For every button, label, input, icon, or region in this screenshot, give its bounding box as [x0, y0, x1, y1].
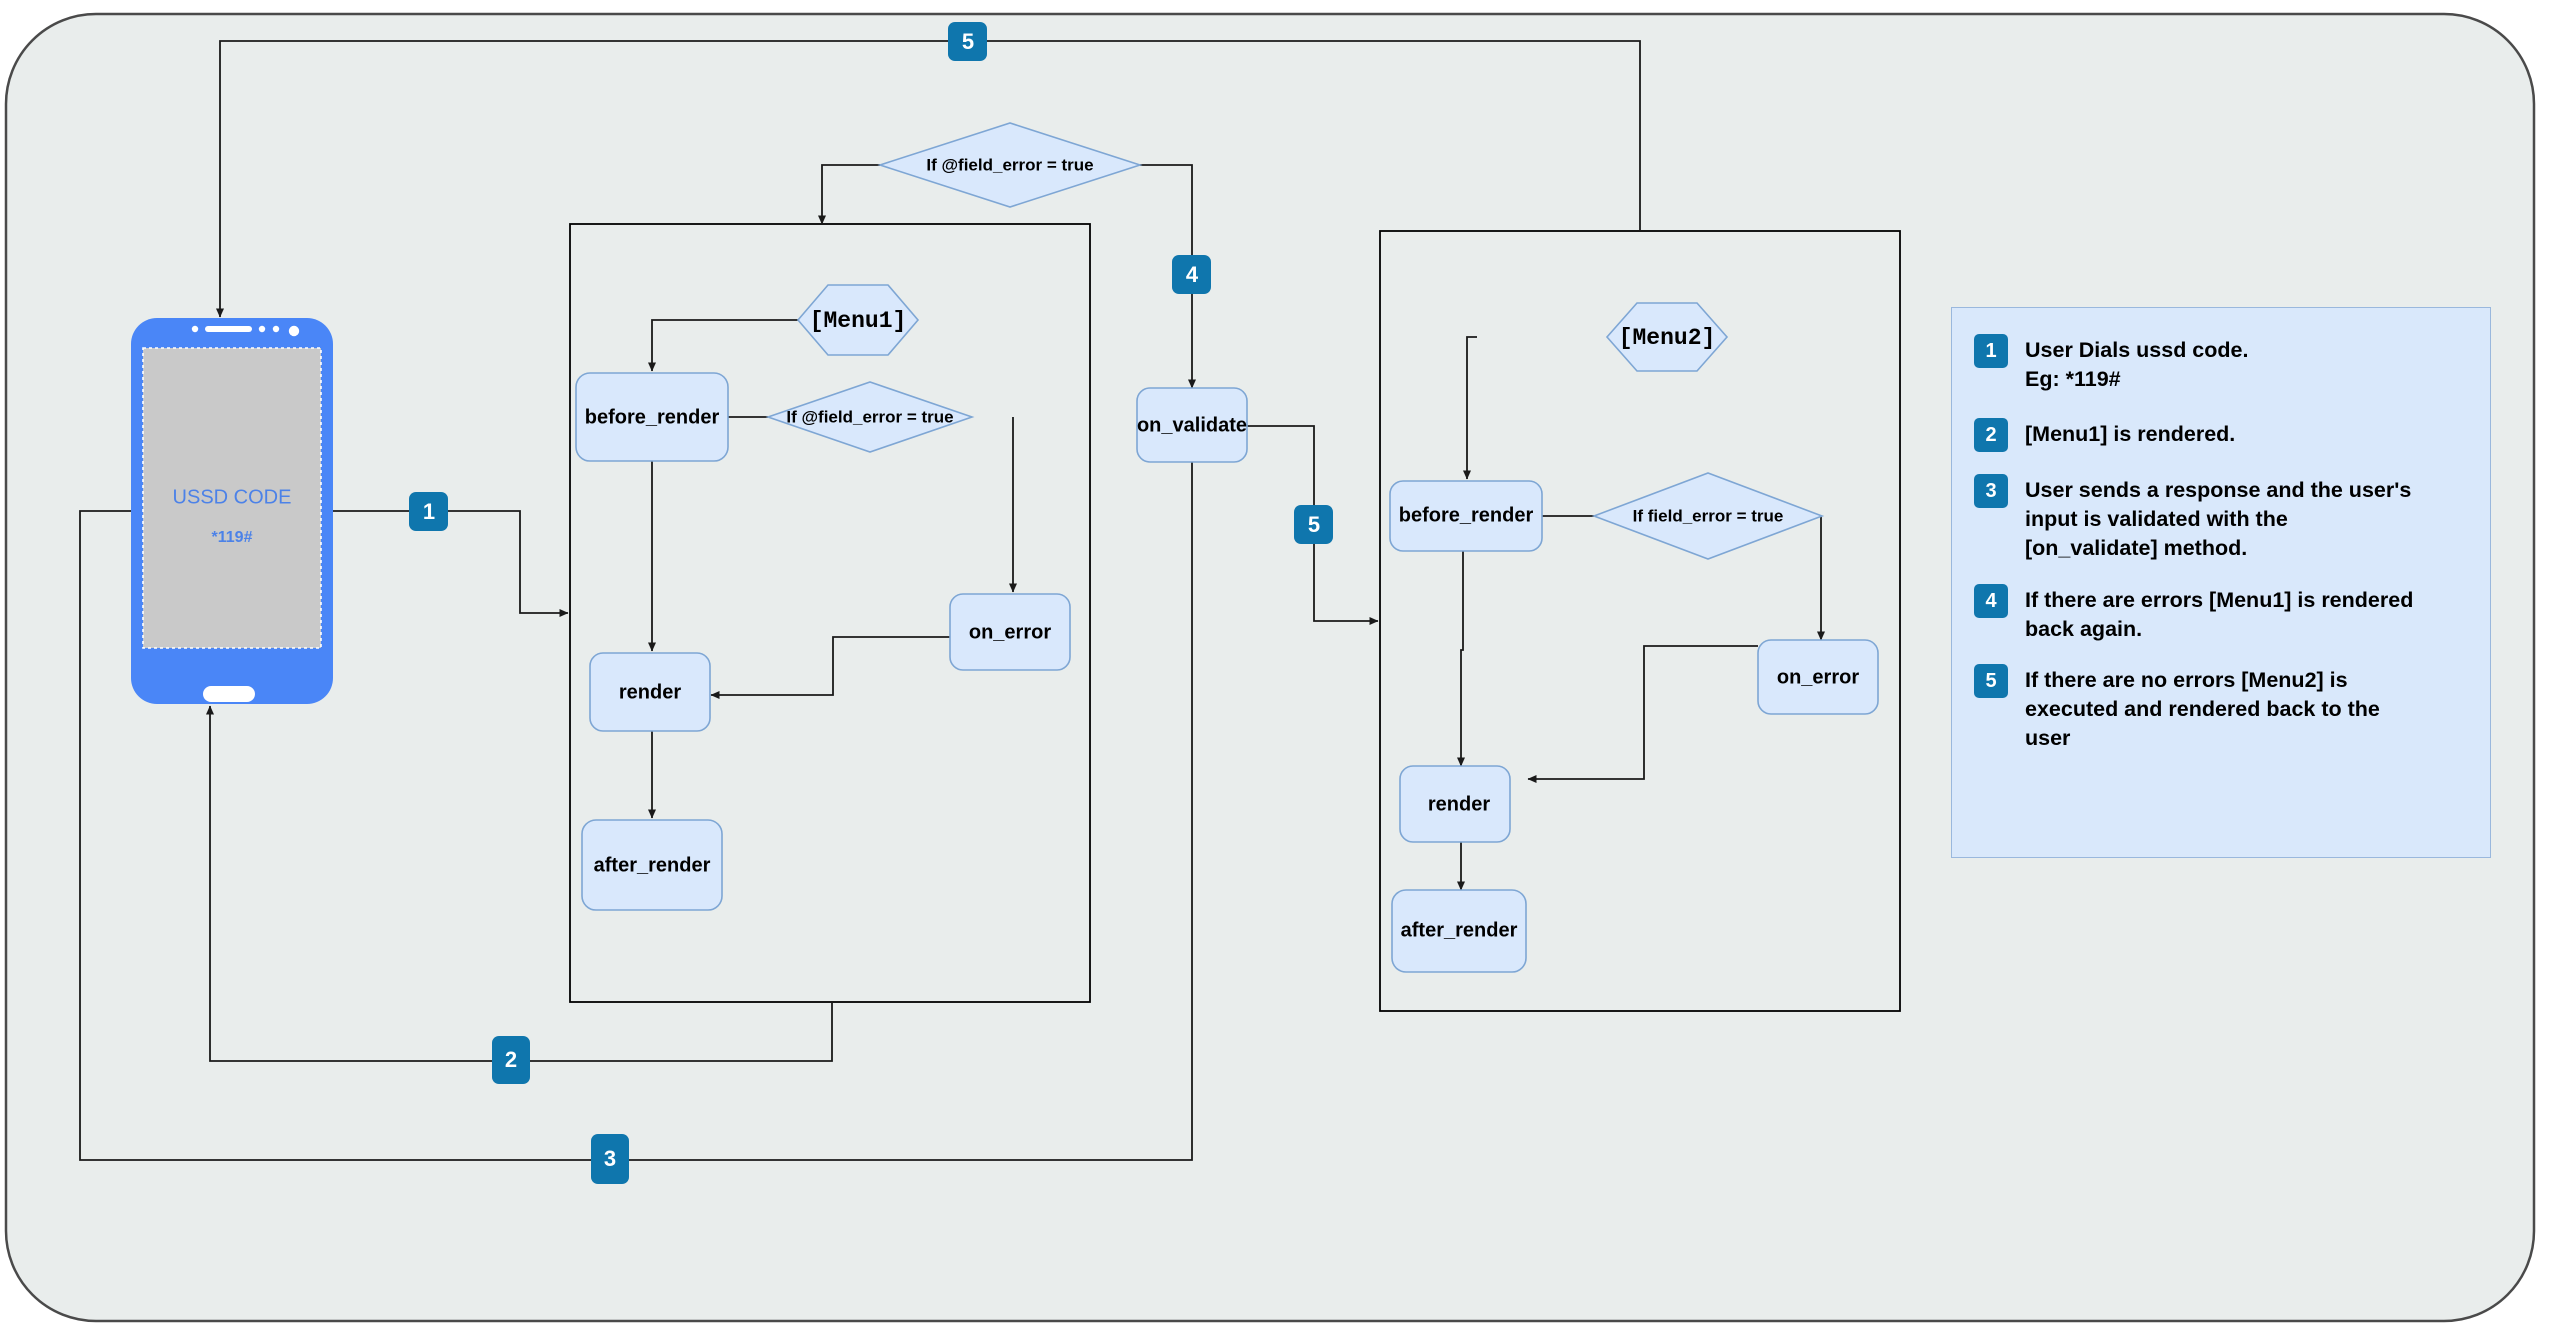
menu1-after-render-box[interactable]	[581, 819, 723, 911]
badge-5-top: 5	[948, 22, 987, 61]
menu2-render-box[interactable]	[1399, 765, 1511, 843]
menu1-on-error-box[interactable]	[949, 593, 1071, 671]
svg-text:1: 1	[423, 499, 435, 524]
legend-item-3: 3 User sends a response and the user's i…	[1974, 474, 2474, 563]
svg-text:5: 5	[962, 29, 974, 54]
badge-1: 1	[409, 492, 448, 531]
on-validate-box[interactable]	[1136, 387, 1248, 463]
phone-screen	[142, 347, 322, 649]
phone-camera	[288, 325, 300, 337]
svg-text:5: 5	[1308, 512, 1320, 537]
legend-panel: 1 User Dials ussd code. Eg: *119# 2 [Men…	[1951, 307, 2491, 858]
menu1-on-error-label: on_error	[969, 621, 1051, 643]
menu1-hexagon-label: [Menu1]	[810, 308, 907, 334]
legend-item-1: 1 User Dials ussd code. Eg: *119#	[1974, 334, 2474, 394]
menu2-render-label: render	[1428, 793, 1490, 815]
menu1-condition-diamond	[765, 381, 975, 453]
connector-before-render-to-render-2	[1457, 550, 1465, 767]
connector-on-error-to-render-2	[1527, 645, 1758, 783]
menu2-on-error-label: on_error	[1777, 666, 1859, 688]
badge-2: 2	[492, 1036, 530, 1084]
menu2-hexagon[interactable]	[1605, 302, 1729, 372]
badge-3: 3	[591, 1134, 629, 1184]
connector-menu1-to-before-render	[648, 319, 798, 372]
ussd-phone-mockup: USSD CODE *119#	[131, 318, 333, 704]
menu1-after-render-label: after_render	[594, 854, 711, 876]
legend-badge-2: 2	[1974, 418, 2008, 452]
flow-badges: 5 1 2 3 4 5	[409, 22, 1333, 1184]
menu1-hexagon[interactable]	[796, 284, 920, 356]
legend-label-5: If there are no errors [Menu2] is execut…	[2025, 668, 2380, 750]
legend-badge-5: 5	[1974, 664, 2008, 698]
menu2-nodes: [Menu2] before_render If field_error = t…	[1389, 302, 1879, 973]
menu1-render-box[interactable]	[589, 652, 711, 732]
connector-top-diamond-left	[818, 164, 880, 225]
legend-label-3: User sends a response and the user's inp…	[2025, 478, 2412, 560]
menu2-condition-label: If field_error = true	[1633, 506, 1784, 525]
menu2-before-render-box[interactable]	[1389, 480, 1543, 552]
on-validate-node[interactable]: on_validate	[1136, 387, 1248, 463]
connector-top-diamond-right	[1140, 164, 1196, 389]
menu1-before-render-box[interactable]	[575, 372, 729, 462]
on-validate-label: on_validate	[1137, 414, 1247, 436]
badge-4: 4	[1172, 255, 1211, 294]
connector-menu2-to-before-render	[1463, 336, 1477, 480]
phone-screen-title: USSD CODE	[173, 486, 292, 508]
menu1-render-label: render	[619, 681, 681, 703]
connector-on-error-to-render-1	[710, 636, 950, 699]
menu2-hexagon-label: [Menu2]	[1619, 325, 1716, 351]
top-condition-label: If @field_error = true	[926, 155, 1093, 174]
svg-text:3: 3	[604, 1146, 616, 1171]
top-condition-node: If @field_error = true	[877, 122, 1143, 208]
legend-label-4: If there are errors [Menu1] is rendered …	[2025, 588, 2414, 641]
phone-home-button[interactable]	[203, 686, 255, 702]
badge-5-mid: 5	[1294, 505, 1333, 544]
legend-label-2: [Menu1] is rendered.	[2025, 422, 2236, 446]
legend-badge-4: 4	[1974, 584, 2008, 618]
phone-speaker	[205, 326, 252, 332]
legend-item-2: 2 [Menu1] is rendered.	[1974, 418, 2474, 452]
phone-sensor-dot-2	[258, 325, 266, 333]
legend-badge-3: 3	[1974, 474, 2008, 508]
phone-screen-code: *119#	[212, 529, 253, 546]
svg-text:4: 4	[1186, 262, 1199, 287]
legend-item-5: 5 If there are no errors [Menu2] is exec…	[1974, 664, 2474, 753]
legend-label-1: User Dials ussd code. Eg: *119#	[2025, 338, 2249, 391]
svg-text:2: 2	[505, 1047, 517, 1072]
menu2-after-render-box[interactable]	[1391, 889, 1527, 973]
top-condition-diamond	[877, 122, 1143, 208]
menu2-condition-diamond	[1591, 472, 1825, 560]
menu1-nodes: [Menu1] before_render If @field_error = …	[575, 284, 1071, 911]
legend-item-4: 4 If there are errors [Menu1] is rendere…	[1974, 584, 2474, 644]
menu1-before-render-label: before_render	[585, 406, 720, 428]
legend-badge-1: 1	[1974, 334, 2008, 368]
menu1-condition-label: If @field_error = true	[786, 407, 953, 426]
outer-frame	[4, 12, 2536, 1323]
connector-5-top	[216, 40, 1641, 318]
phone-sensor-dot-3	[272, 325, 280, 333]
menu1-group-box	[569, 223, 1091, 1003]
menu2-on-error-box[interactable]	[1757, 639, 1879, 715]
menu2-after-render-label: after_render	[1401, 919, 1518, 941]
phone-sensor-dot	[191, 325, 199, 333]
menu2-before-render-label: before_render	[1399, 504, 1534, 526]
